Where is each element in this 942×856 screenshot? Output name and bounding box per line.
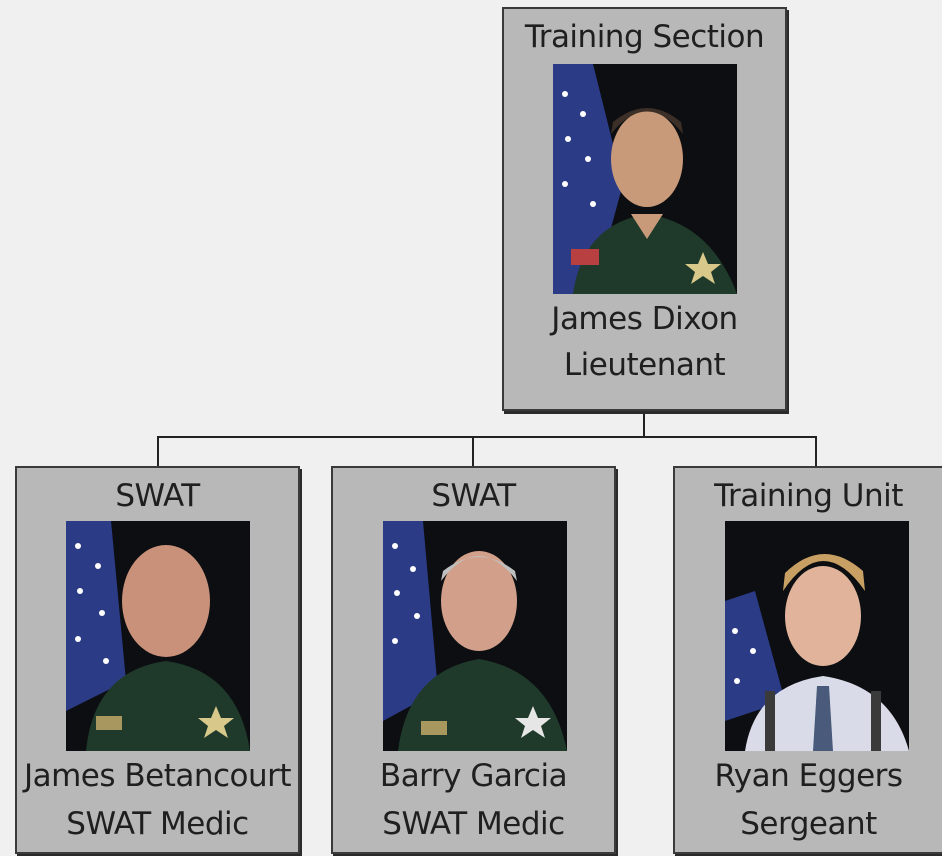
portrait-photo — [553, 64, 737, 294]
connector-top-vertical — [643, 410, 645, 438]
connector-horizontal — [157, 436, 817, 438]
card-person-role: Sergeant — [740, 806, 877, 842]
card-person-name: James Dixon — [551, 301, 738, 337]
card-unit-title: SWAT — [431, 478, 516, 514]
card-unit-title: Training Unit — [714, 478, 903, 514]
portrait-photo — [66, 521, 250, 751]
org-card-swat-1: SWAT James Betancourt SWAT Medic — [15, 466, 300, 854]
connector-left-vertical — [157, 436, 159, 467]
connector-middle-vertical — [472, 436, 474, 467]
connector-right-vertical — [815, 436, 817, 467]
card-person-name: James Betancourt — [23, 758, 292, 794]
card-unit-title: Training Section — [524, 19, 765, 55]
card-person-role: Lieutenant — [563, 347, 726, 383]
portrait-photo — [725, 521, 909, 751]
card-person-name: Ryan Eggers — [714, 758, 903, 794]
card-person-role: SWAT Medic — [66, 806, 249, 842]
card-person-name: Barry Garcia — [379, 758, 568, 794]
org-card-training-section: Training Section James Dixon Lieutenant — [502, 7, 787, 411]
org-card-swat-2: SWAT Barry Garcia SWAT Medic — [331, 466, 616, 854]
org-card-training-unit: Training Unit Ryan Eggers Sergeant — [673, 466, 942, 854]
card-person-role: SWAT Medic — [382, 806, 565, 842]
card-unit-title: SWAT — [115, 478, 200, 514]
portrait-photo — [383, 521, 567, 751]
